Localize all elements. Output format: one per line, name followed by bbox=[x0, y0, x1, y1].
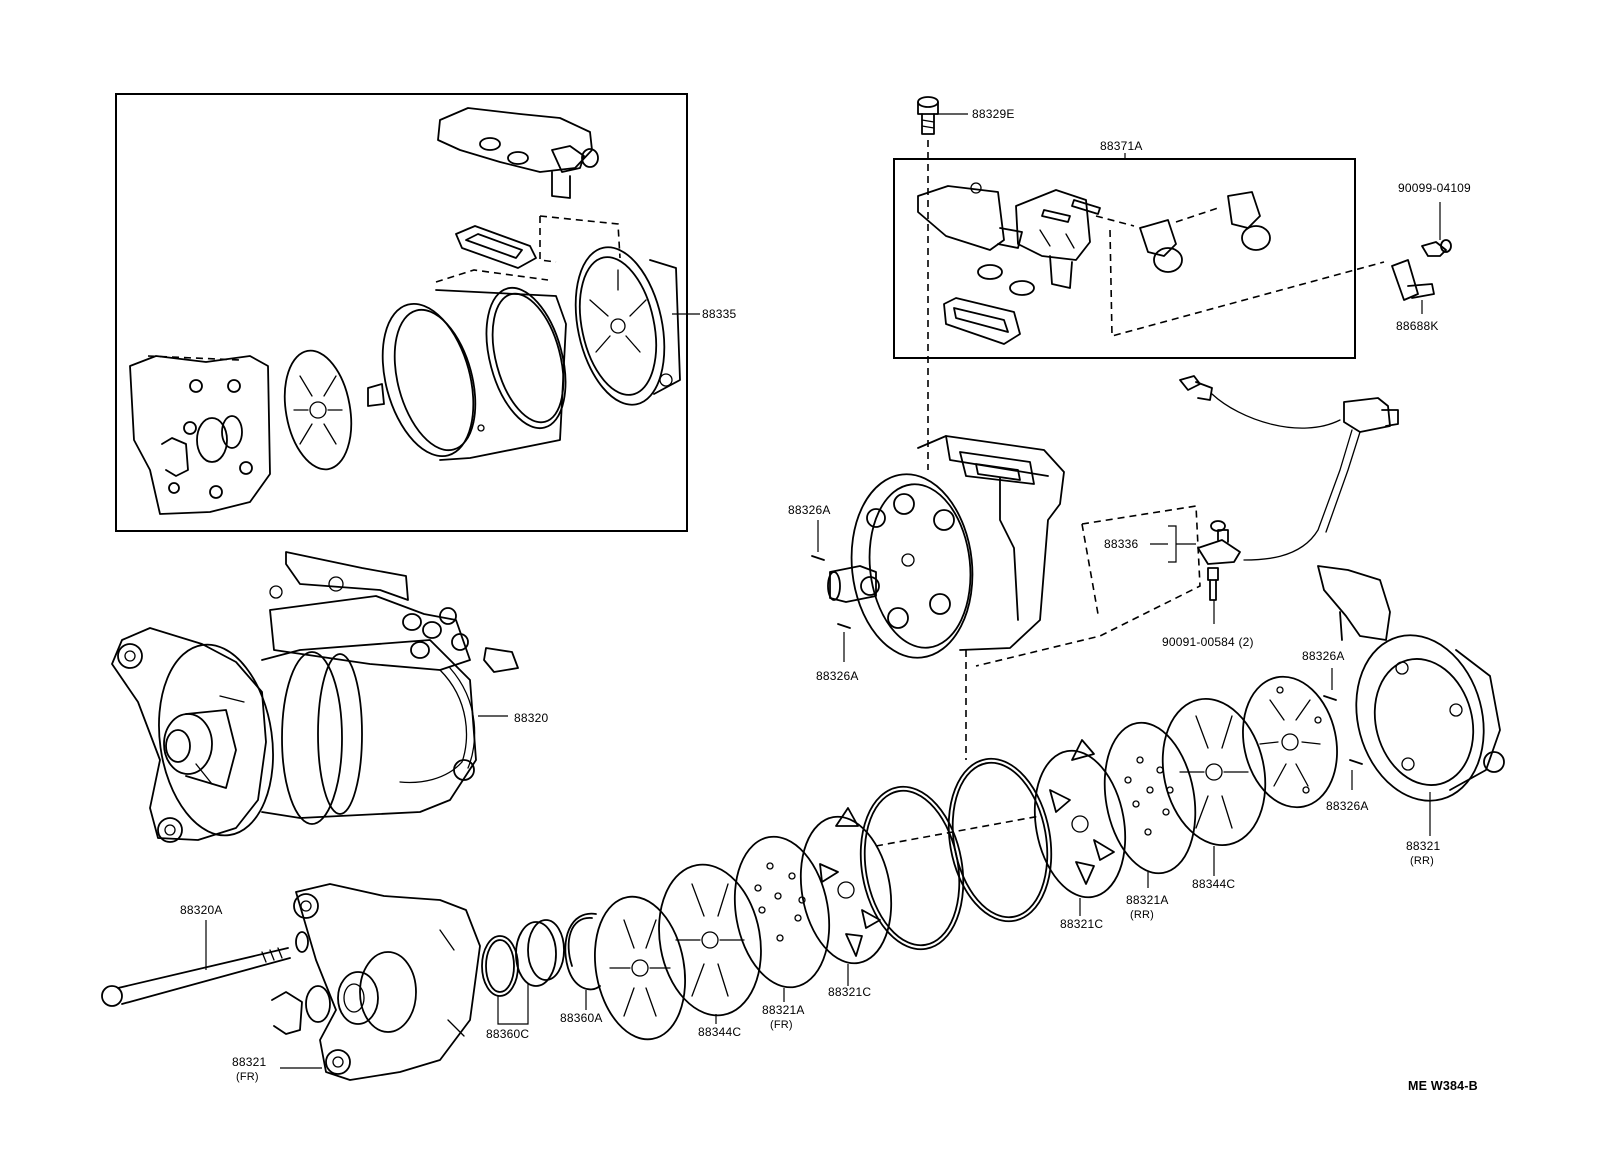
label-88321A-fr-suffix: (FR) bbox=[770, 1019, 793, 1031]
cylinder-housing bbox=[367, 289, 567, 461]
label-88321A-fr[interactable]: 88321A bbox=[762, 1003, 805, 1017]
diagram-reference-code: ME W384-B bbox=[1408, 1079, 1478, 1093]
bolt-88329E bbox=[917, 96, 968, 470]
rear-head bbox=[574, 246, 681, 406]
pressure-sensor-harness bbox=[1179, 375, 1399, 561]
label-88344C-right[interactable]: 88344C bbox=[1192, 877, 1235, 891]
exploded-plates bbox=[481, 675, 1338, 1041]
label-88321A-rr-suffix: (RR) bbox=[1130, 909, 1154, 921]
label-88329E[interactable]: 88329E bbox=[972, 107, 1015, 121]
gasket-top bbox=[455, 225, 537, 269]
label-88326A-right-bottom[interactable]: 88326A bbox=[1326, 799, 1369, 813]
valve-box-88371A bbox=[893, 153, 1385, 359]
label-88321-rr-suffix: (RR) bbox=[1410, 855, 1434, 867]
o-ring-large bbox=[485, 286, 567, 430]
label-88321C-right[interactable]: 88321C bbox=[1060, 917, 1103, 931]
suction-valve-plate bbox=[129, 355, 271, 515]
switch-88336 bbox=[1150, 520, 1241, 624]
label-88335[interactable]: 88335 bbox=[702, 307, 736, 321]
label-88326A-top[interactable]: 88326A bbox=[788, 503, 831, 517]
assembly-box-88335 bbox=[115, 93, 700, 532]
pins-88326A bbox=[811, 520, 1363, 790]
front-housing-88321-fr bbox=[271, 883, 481, 1081]
label-88371A[interactable]: 88371A bbox=[1100, 139, 1143, 153]
label-88688K[interactable]: 88688K bbox=[1396, 319, 1439, 333]
label-88360C[interactable]: 88360C bbox=[486, 1027, 529, 1041]
cylinder-block bbox=[827, 435, 1201, 760]
label-88320[interactable]: 88320 bbox=[514, 711, 548, 725]
label-88321-rr[interactable]: 88321 bbox=[1406, 839, 1440, 853]
bracket-88688K bbox=[1391, 202, 1452, 314]
front-reed-plate bbox=[283, 349, 353, 471]
label-88360A[interactable]: 88360A bbox=[560, 1011, 603, 1025]
part-labels: 88335 88329E 88371A 90099-04109 88688K 8… bbox=[180, 107, 1478, 1093]
label-88321A-rr[interactable]: 88321A bbox=[1126, 893, 1169, 907]
label-88321C-left[interactable]: 88321C bbox=[828, 985, 871, 999]
label-90099-04109[interactable]: 90099-04109 bbox=[1398, 181, 1471, 195]
label-88336[interactable]: 88336 bbox=[1104, 537, 1138, 551]
label-88326A-right-top[interactable]: 88326A bbox=[1302, 649, 1345, 663]
compressor-assembly-88320 bbox=[111, 551, 519, 843]
label-88321-fr-suffix: (FR) bbox=[236, 1071, 259, 1083]
through-bolt-88320A bbox=[101, 920, 309, 1007]
label-88320A[interactable]: 88320A bbox=[180, 903, 223, 917]
rear-housing-88321-rr bbox=[1317, 565, 1505, 836]
label-90091-00584[interactable]: 90091-00584 (2) bbox=[1162, 635, 1254, 649]
label-88326A-mid[interactable]: 88326A bbox=[816, 669, 859, 683]
label-88321-fr[interactable]: 88321 bbox=[232, 1055, 266, 1069]
top-valve-plate bbox=[437, 107, 599, 199]
label-88344C-left[interactable]: 88344C bbox=[698, 1025, 741, 1039]
